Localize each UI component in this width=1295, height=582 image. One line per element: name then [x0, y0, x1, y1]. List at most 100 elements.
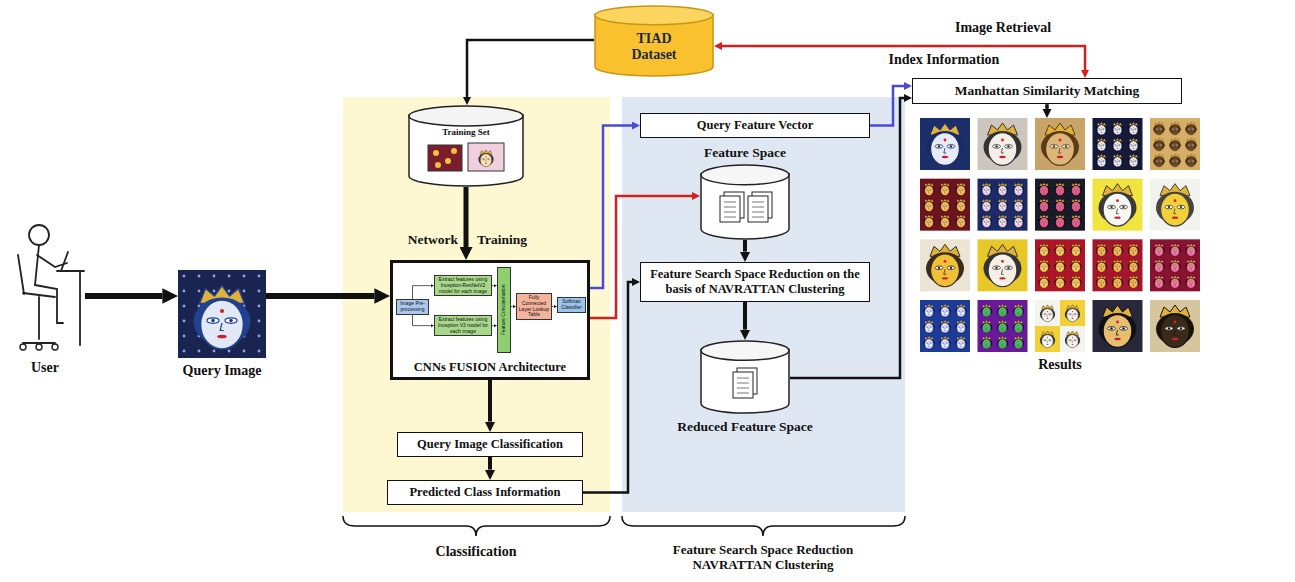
training-set-cylinder: Training Set: [408, 105, 524, 187]
art-part: [1160, 144, 1162, 146]
art-part: [962, 342, 964, 344]
art-part: [944, 222, 946, 224]
art-part: [1074, 339, 1076, 341]
art-part: [1038, 201, 1049, 211]
art-part: [1190, 253, 1192, 255]
art-part: [1077, 221, 1079, 223]
art-part: [944, 208, 946, 210]
art-part: [183, 350, 186, 353]
art-part: [998, 186, 1007, 196]
art-part: [1172, 282, 1174, 283]
art-part: [1158, 126, 1160, 128]
art-part: [1160, 266, 1162, 267]
art-part: [1035, 118, 1085, 170]
art-part: [1016, 343, 1018, 344]
art-part: [1019, 205, 1021, 207]
art-part: [1045, 221, 1047, 222]
art-part: [1129, 262, 1138, 272]
art-part: [1134, 128, 1136, 130]
art-part: [1192, 282, 1194, 283]
art-part: [1054, 246, 1065, 256]
qimg-art: [178, 270, 266, 358]
art-part: [1072, 278, 1081, 288]
art-part: [1112, 262, 1123, 272]
art-part: [1059, 222, 1061, 224]
art-part: [1188, 282, 1190, 284]
art-part: [1190, 146, 1192, 148]
art-part: [1057, 205, 1059, 206]
art-part: [1038, 185, 1049, 195]
art-part: [1075, 283, 1077, 285]
art-part: [926, 189, 928, 191]
art-part: [1059, 269, 1061, 271]
art-part: [213, 290, 216, 293]
art-part: [1054, 278, 1065, 288]
art-part: [928, 206, 930, 208]
art-part: [1190, 269, 1192, 271]
art-part: [1120, 327, 1128, 331]
art-part: [1101, 253, 1103, 255]
node-label: Query Image Classification: [404, 437, 576, 452]
art-part: [1061, 189, 1063, 190]
art-part: [1172, 250, 1174, 252]
art-part: [1018, 224, 1020, 226]
art-part: [1153, 246, 1164, 256]
art-part: [984, 326, 986, 328]
art-part: [1180, 206, 1182, 208]
art-part: [1067, 309, 1079, 322]
art-part: [1174, 267, 1176, 269]
art-part: [1059, 206, 1061, 208]
art-part: [1118, 266, 1120, 267]
art-part: [1002, 344, 1004, 346]
art-part: [981, 217, 992, 227]
art-part: [1156, 266, 1158, 267]
art-part: [1057, 221, 1059, 222]
art-part: [1171, 125, 1180, 135]
art-part: [1035, 179, 1085, 231]
art-part: [1002, 192, 1004, 194]
art-part: [1040, 246, 1049, 256]
art-part: [920, 118, 970, 170]
art-part: [1043, 269, 1045, 271]
art-part: [1118, 145, 1120, 146]
art-part: [1150, 239, 1200, 291]
art-part: [1073, 339, 1076, 340]
art-part: [960, 308, 962, 310]
art-part: [1156, 282, 1158, 284]
art-part: [1075, 264, 1077, 266]
dense-box: Fully Connected Layer Lookup Table: [516, 293, 552, 320]
art-part: [1002, 224, 1004, 226]
art-part: [1160, 250, 1162, 251]
art-part: [984, 342, 986, 344]
art-part: [1049, 313, 1051, 315]
node-label: Reduced Feature Space: [677, 419, 812, 435]
art-part: [1043, 280, 1045, 282]
art-part: [1041, 189, 1043, 191]
art-part: [1102, 145, 1104, 146]
connector: [743, 240, 747, 252]
art-part: [1069, 313, 1072, 314]
art-part: [1005, 266, 1013, 270]
art-part: [1134, 161, 1136, 162]
art-part: [981, 307, 992, 317]
art-part: [1131, 145, 1133, 146]
art-part: [1128, 246, 1139, 256]
art-part: [1174, 330, 1176, 335]
art-part: [986, 208, 988, 210]
art-part: [1002, 203, 1004, 205]
art-part: [1185, 141, 1196, 151]
art-part: [1061, 221, 1063, 222]
art-part: [1018, 312, 1020, 314]
art-part: [1000, 310, 1002, 312]
art-part: [997, 217, 1008, 227]
art-part: [198, 350, 201, 353]
art-part: [1150, 239, 1200, 291]
art-part: [207, 318, 219, 323]
connector: [266, 293, 374, 299]
art-part: [987, 311, 989, 312]
art-part: [1188, 160, 1190, 162]
art-part: [928, 192, 930, 194]
art-part: [928, 324, 930, 326]
art-part: [1099, 266, 1101, 267]
art-part: [1101, 131, 1103, 133]
